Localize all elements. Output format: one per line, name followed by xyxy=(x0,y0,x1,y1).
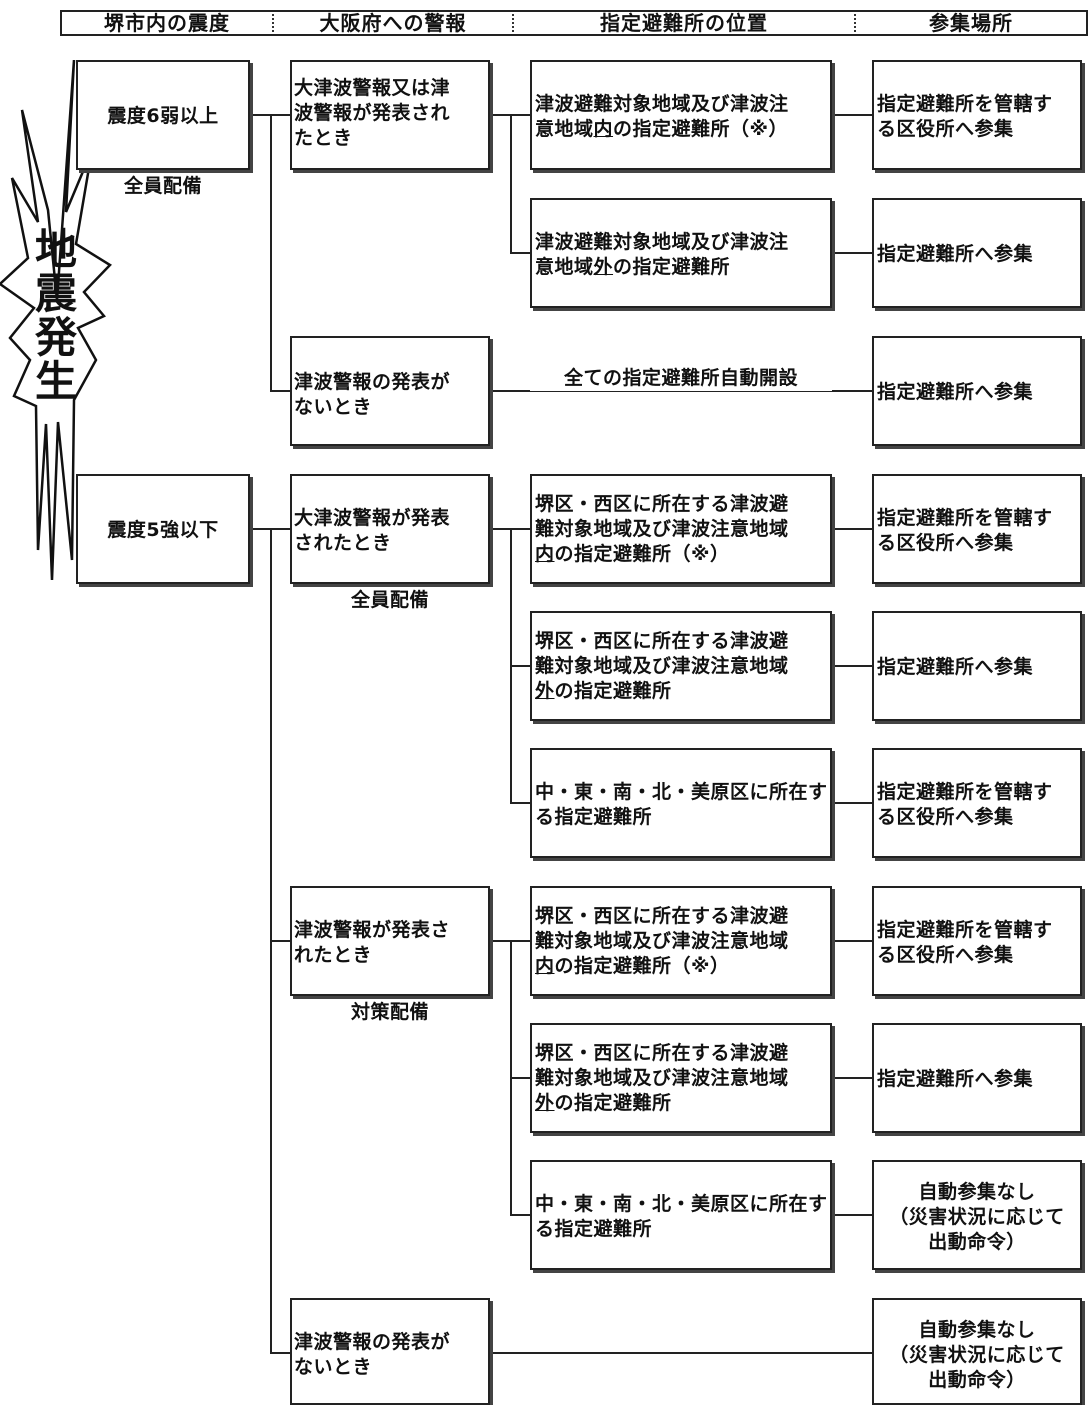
location-box: 津波避難対象地域及び津波注 意地域内の指定避難所（※） xyxy=(530,60,832,170)
connector xyxy=(510,1214,530,1216)
connector xyxy=(270,940,290,942)
connector xyxy=(270,1352,290,1354)
destination-box: 指定避難所へ参集 xyxy=(872,1023,1082,1133)
column-header: 堺市内の震度 大阪府への警報 指定避難所の位置 参集場所 xyxy=(60,10,1088,36)
destination-box: 指定避難所を管轄す る区役所へ参集 xyxy=(872,748,1082,858)
location-text: 全ての指定避難所自動開設 xyxy=(530,366,832,391)
intensity-lower-box: 震度5強以下 xyxy=(76,474,250,584)
location-text: 堺区・西区に所在する津波避 難対象地域及び津波注意地域 外の指定避難所 xyxy=(535,1042,789,1114)
location-box: 堺区・西区に所在する津波避 難対象地域及び津波注意地域 外の指定避難所 xyxy=(530,611,832,721)
location-text: 中・東・南・北・美原区に所在す る指定避難所 xyxy=(535,781,828,828)
location-box: 堺区・西区に所在する津波避 難対象地域及び津波注意地域 内の指定避難所（※） xyxy=(530,886,832,996)
alert-note: 全員配備 xyxy=(350,589,429,611)
intensity-upper-note: 全員配備 xyxy=(123,175,202,197)
destination-box: 指定避難所を管轄す る区役所へ参集 xyxy=(872,60,1082,170)
connector xyxy=(510,1077,530,1079)
header-destination: 参集場所 xyxy=(929,11,1013,35)
alert-text: 津波警報の発表が ないとき xyxy=(294,371,451,418)
destination-text: 指定避難所を管轄す る区役所へ参集 xyxy=(877,919,1053,966)
location-box: 堺区・西区に所在する津波避 難対象地域及び津波注意地域 外の指定避難所 xyxy=(530,1023,832,1133)
destination-box: 指定避難所を管轄す る区役所へ参集 xyxy=(872,474,1082,584)
destination-box: 自動参集なし （災害状況に応じて 出動命令） xyxy=(872,1160,1082,1270)
destination-box: 自動参集なし （災害状況に応じて 出動命令） xyxy=(872,1298,1082,1405)
destination-text: 指定避難所へ参集 xyxy=(877,381,1034,403)
destination-text: 自動参集なし （災害状況に応じて 出動命令） xyxy=(889,1181,1065,1253)
location-text: 津波避難対象地域及び津波注 意地域外の指定避難所 xyxy=(535,231,789,278)
intensity-upper-label: 震度6弱以上 xyxy=(107,105,219,127)
connector xyxy=(510,114,512,254)
destination-text: 指定避難所へ参集 xyxy=(877,1068,1034,1090)
header-divider xyxy=(854,14,856,32)
earthquake-burst-icon xyxy=(0,60,112,581)
destination-text: 指定避難所へ参集 xyxy=(877,243,1034,265)
alert-box: 津波警報の発表が ないとき xyxy=(290,336,490,446)
alert-box: 津波警報の発表が ないとき xyxy=(290,1298,490,1405)
alert-box: 大津波警報又は津 波警報が発表され たとき xyxy=(290,60,490,170)
destination-text: 指定避難所を管轄す る区役所へ参集 xyxy=(877,93,1053,140)
connector xyxy=(832,114,872,116)
destination-box: 指定避難所へ参集 xyxy=(872,198,1082,308)
location-box: 堺区・西区に所在する津波避 難対象地域及び津波注意地域 内の指定避難所（※） xyxy=(530,474,832,584)
intensity-upper-box: 震度6弱以上 xyxy=(76,60,250,170)
connector xyxy=(832,802,872,804)
connector xyxy=(832,665,872,667)
destination-text: 指定避難所へ参集 xyxy=(877,656,1034,678)
connector xyxy=(832,528,872,530)
connector xyxy=(832,1214,872,1216)
destination-text: 指定避難所を管轄す る区役所へ参集 xyxy=(877,781,1053,828)
alert-text: 大津波警報が発表 されたとき xyxy=(294,507,451,554)
connector xyxy=(510,252,530,254)
header-alert: 大阪府への警報 xyxy=(319,11,467,35)
alert-text: 津波警報の発表が ないとき xyxy=(294,1331,451,1378)
location-text: 堺区・西区に所在する津波避 難対象地域及び津波注意地域 内の指定避難所（※） xyxy=(535,493,789,565)
destination-box: 指定避難所へ参集 xyxy=(872,611,1082,721)
alert-text: 大津波警報又は津 波警報が発表され たとき xyxy=(294,77,451,149)
header-intensity: 堺市内の震度 xyxy=(104,11,230,35)
connector xyxy=(510,665,530,667)
location-text: 津波避難対象地域及び津波注 意地域内の指定避難所（※） xyxy=(535,93,789,140)
location-text: 堺区・西区に所在する津波避 難対象地域及び津波注意地域 外の指定避難所 xyxy=(535,630,789,702)
destination-text: 指定避難所を管轄す る区役所へ参集 xyxy=(877,507,1053,554)
earthquake-label: 地 震 発 生 xyxy=(34,225,77,406)
destination-box: 指定避難所を管轄す る区役所へ参集 xyxy=(872,886,1082,996)
connector xyxy=(832,1077,872,1079)
intensity-lower-label: 震度5強以下 xyxy=(107,519,219,541)
alert-box: 津波警報が発表さ れたとき xyxy=(290,886,490,996)
connector xyxy=(832,940,872,942)
destination-text: 自動参集なし （災害状況に応じて 出動命令） xyxy=(889,1319,1065,1391)
alert-box: 大津波警報が発表 されたとき xyxy=(290,474,490,584)
location-box: 中・東・南・北・美原区に所在す る指定避難所 xyxy=(530,1160,832,1270)
connector xyxy=(270,114,272,392)
location-text: 中・東・南・北・美原区に所在す る指定避難所 xyxy=(535,1193,828,1240)
location-box: 中・東・南・北・美原区に所在す る指定避難所 xyxy=(530,748,832,858)
location-box: 津波避難対象地域及び津波注 意地域外の指定避難所 xyxy=(530,198,832,308)
connector xyxy=(270,390,290,392)
header-divider xyxy=(272,14,274,32)
alert-text: 津波警報が発表さ れたとき xyxy=(294,919,451,966)
header-location: 指定避難所の位置 xyxy=(600,11,768,35)
location-text: 堺区・西区に所在する津波避 難対象地域及び津波注意地域 内の指定避難所（※） xyxy=(535,905,789,977)
connector xyxy=(832,252,872,254)
destination-box: 指定避難所へ参集 xyxy=(872,336,1082,446)
connector xyxy=(490,1352,872,1354)
connector xyxy=(510,802,530,804)
alert-note: 対策配備 xyxy=(350,1001,429,1023)
connector xyxy=(490,390,872,392)
header-divider xyxy=(512,14,514,32)
